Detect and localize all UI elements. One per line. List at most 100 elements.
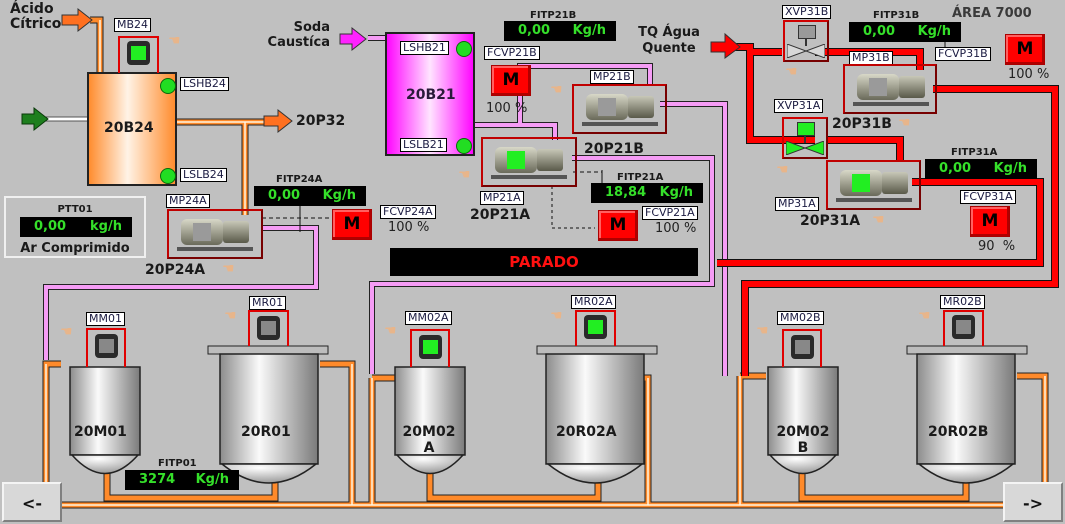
fitp01-value: 3274	[139, 472, 176, 487]
area-title: ÁREA 7000	[952, 6, 1032, 21]
fcvp31a-mode-button[interactable]: M	[970, 206, 1010, 237]
hand-manual-icon: ☚	[785, 64, 798, 80]
motor-tag-mm02b: MM02B	[777, 311, 824, 325]
fitp31b-display: 0,00 Kg/h	[849, 22, 961, 42]
valve-body-icon	[786, 141, 824, 155]
fitp21a-display: 18,84 Kg/h	[591, 183, 703, 203]
motor-tag-mr01: MR01	[249, 296, 287, 310]
motor-tag-mr02a: MR02A	[571, 295, 616, 309]
fitp31b-tag: FITP31B	[873, 10, 920, 21]
motor-tag-mm02a: MM02A	[405, 311, 452, 325]
hand-manual-icon: ☚	[550, 82, 563, 98]
agitator-motor-mb24[interactable]	[118, 36, 159, 73]
fcvp21a-tag: FCVP21A	[642, 206, 698, 220]
level-high-indicator-lshb21	[456, 41, 472, 57]
pump-volute-icon	[628, 96, 654, 118]
hand-manual-icon: ☚	[168, 33, 181, 49]
fcvp21a-mode-button[interactable]: M	[598, 210, 638, 241]
fitp24a-tag: FITP24A	[276, 174, 323, 185]
vessel-20m02b-label: 20M02 B	[772, 424, 834, 456]
pump-20p31a[interactable]	[826, 160, 921, 210]
pump-motor-icon	[495, 147, 537, 173]
vessel-20m02b-label-line2: B	[797, 440, 809, 456]
pump-20p31b[interactable]	[843, 64, 937, 114]
fcvp31a-tag: FCVP31A	[960, 190, 1016, 204]
acid-label-line2: Cítrico	[10, 16, 62, 32]
pump-20p21b[interactable]	[572, 84, 667, 134]
fitp01-unit: Kg/h	[195, 472, 229, 487]
pump-volute-icon	[899, 76, 925, 98]
motor-body-icon	[419, 335, 442, 359]
fitp24a-unit: Kg/h	[322, 188, 356, 203]
agitator-motor-mr02b[interactable]	[943, 310, 984, 346]
fitp31a-display: 0,00 Kg/h	[925, 159, 1037, 179]
motor-tag-mp21a: MP21A	[480, 191, 524, 205]
agitator-motor-mm02a[interactable]	[410, 329, 450, 367]
fitp21a-unit: Kg/h	[659, 185, 693, 200]
valve-body-icon	[787, 44, 825, 58]
vessel-20r02b-label: 20R02B	[928, 424, 989, 440]
fcvp31b-mode-button[interactable]: M	[1005, 34, 1045, 65]
hand-manual-icon: ☚	[776, 162, 789, 178]
motor-body-icon	[584, 315, 607, 339]
ptt01-tag: PTT01	[57, 204, 93, 215]
hand-manual-icon: ☚	[224, 308, 237, 324]
soda-label-line2: Caustíca	[267, 35, 330, 50]
pump-motor-icon	[181, 219, 223, 245]
ptt01-value: 0,00	[34, 219, 67, 234]
vessel-20m02b-label-line1: 20M02	[776, 424, 830, 440]
hand-manual-icon: ☚	[458, 167, 471, 183]
hand-manual-icon: ☚	[550, 308, 563, 324]
pump-20p21b-label: 20P21B	[584, 141, 644, 157]
ptt01-display: 0,00 kg/h	[20, 217, 132, 237]
fitp01-display: 3274 Kg/h	[125, 470, 239, 490]
motor-tag-mm01: MM01	[86, 312, 125, 326]
xvp31b-tag: XVP31B	[782, 5, 832, 19]
motor-tag-mp24a: MP24A	[166, 194, 210, 208]
fcvp24a-tag: FCVP24A	[380, 205, 436, 219]
level-tag-lshb21: LSHB21	[400, 41, 449, 55]
agitator-motor-mm02b[interactable]	[782, 329, 822, 367]
pump-20p21a[interactable]	[481, 137, 577, 187]
agitator-motor-mr02a[interactable]	[575, 310, 616, 346]
pump-volute-icon	[537, 149, 563, 171]
pump-20p24a-label: 20P24A	[145, 262, 206, 278]
motor-tag-mb24: MB24	[114, 18, 152, 32]
pump-volute-icon	[223, 221, 249, 243]
valve-xvp31b[interactable]	[783, 20, 829, 62]
valve-xvp31a[interactable]	[782, 117, 828, 159]
hand-manual-icon: ☚	[756, 323, 769, 339]
level-high-indicator-lshb24	[160, 78, 176, 94]
motor-tag-mp31b: MP31B	[849, 51, 893, 65]
fitp21a-tag: FITP21A	[617, 172, 664, 183]
motor-body-icon	[791, 335, 814, 359]
motor-tag-mr02b: MR02B	[940, 295, 985, 309]
ptt01-unit: kg/h	[90, 219, 122, 234]
fitp21b-tag: FITP21B	[530, 10, 577, 21]
fitp24a-display: 0,00 Kg/h	[254, 186, 366, 206]
pump-20p24a[interactable]	[167, 209, 263, 259]
next-screen-button[interactable]: ->	[1003, 482, 1063, 522]
previous-screen-button[interactable]: <-	[2, 482, 62, 522]
hot-water-source-label: TQ Água Quente	[633, 25, 705, 57]
acid-label-line1: Ácido	[10, 1, 54, 17]
fcvp21b-mode-button[interactable]: M	[491, 65, 531, 96]
dest-20p32-label: 20P32	[296, 113, 346, 129]
vessel-20m02a-label: 20M02 A	[398, 424, 460, 456]
pump-volute-icon	[882, 172, 908, 194]
fitp21a-value: 18,84	[605, 185, 647, 200]
fcvp24a-mode-button[interactable]: M	[332, 209, 372, 240]
motor-tag-mp31a: MP31A	[775, 197, 819, 211]
agitator-motor-mr01[interactable]	[248, 310, 289, 346]
level-low-indicator-lslb21	[456, 138, 472, 154]
fitp31a-unit: Kg/h	[993, 161, 1027, 176]
agitator-motor-mm01[interactable]	[86, 328, 126, 367]
hand-manual-icon: ☚	[872, 212, 885, 228]
fitp31b-value: 0,00	[863, 24, 896, 39]
vessel-20r02a-label: 20R02A	[556, 424, 617, 440]
vessel-20m02a-label-line2: A	[423, 440, 435, 456]
motor-tag-mp21b: MP21B	[590, 70, 634, 84]
pump-motor-icon	[857, 74, 899, 100]
agua-label-line2: Quente	[642, 41, 696, 56]
